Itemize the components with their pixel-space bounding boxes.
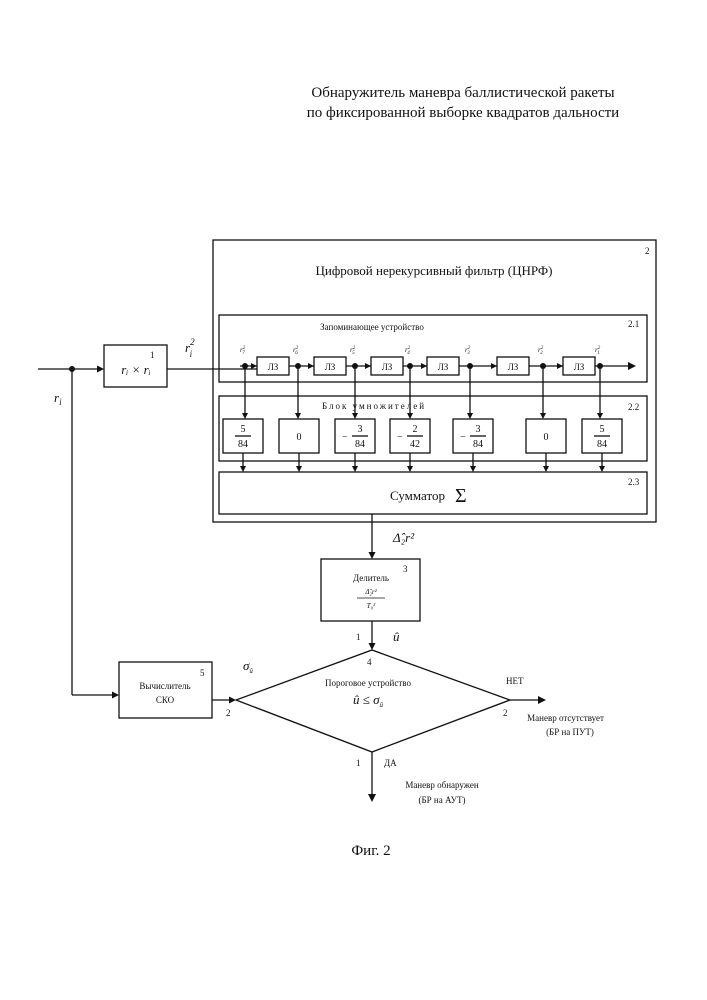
squarer-formula: rᵢ × rᵢ	[121, 362, 151, 377]
arrow-down	[599, 466, 605, 472]
delay-input-arrow	[251, 363, 257, 369]
u-hat-label: û	[393, 629, 400, 644]
yes-branch-result-line-2: (БР на АУТ)	[418, 795, 465, 805]
divider-number: 3	[403, 564, 408, 574]
divider-frac-denominator: T₀²	[367, 602, 376, 610]
tap-label: r24	[405, 346, 411, 356]
arrow-down	[470, 466, 476, 472]
coefficient-numerator: 2	[413, 424, 418, 435]
divider-label: Делитель	[353, 573, 389, 583]
tap-label: r22	[538, 346, 544, 356]
arrow-down	[597, 413, 603, 419]
threshold-output-yes-number: 1	[356, 758, 361, 768]
coefficient-denominator: 84	[238, 439, 248, 450]
tap-label: r27	[240, 346, 246, 356]
arrow-down	[242, 413, 248, 419]
tap-label: r26	[293, 346, 299, 356]
filter-block	[213, 240, 656, 522]
arrow-down	[295, 413, 301, 419]
squarer-output-label: r2i	[185, 337, 195, 359]
delay-label: ЛЗ	[574, 362, 585, 372]
divider-frac-numerator: Δ̂₂r²	[364, 588, 377, 596]
summator-sigma-symbol: Σ	[455, 485, 467, 507]
title-line-1: Обнаружитель маневра баллистической раке…	[311, 85, 614, 101]
coefficient-denominator: 84	[597, 439, 607, 450]
filter-number: 2	[645, 246, 650, 256]
no-branch-result-line-2: (БР на ПУТ)	[546, 727, 594, 737]
coefficient-denominator: 84	[355, 439, 365, 450]
arrow-down	[407, 466, 413, 472]
arrow-down	[543, 466, 549, 472]
coefficient-sign: −	[460, 432, 466, 443]
arrow-down	[352, 413, 358, 419]
yes-branch-label: ДА	[384, 758, 397, 768]
summator-input-arrows	[240, 453, 605, 472]
coefficient-sign: −	[397, 432, 403, 443]
coefficient-value: 0	[544, 432, 549, 443]
arrow-down	[296, 466, 302, 472]
input-arrow	[97, 366, 104, 373]
delay-label: ЛЗ	[382, 362, 393, 372]
coefficient-value: 0	[297, 432, 302, 443]
arrow-down	[467, 413, 473, 419]
title-line-2: по фиксированной выборке квадратов дальн…	[307, 105, 619, 121]
delay-input-arrow	[491, 363, 497, 369]
no-branch-label: НЕТ	[506, 676, 524, 686]
multiplier-cells: 5840−384−242−3840584	[223, 419, 622, 453]
threshold-label: Пороговое устройство	[325, 678, 411, 688]
delay-label: ЛЗ	[438, 362, 449, 372]
coefficient-numerator: 5	[241, 424, 246, 435]
summator-number: 2.3	[628, 477, 640, 487]
multiplier-number: 2.2	[628, 402, 639, 412]
memory-number: 2.1	[628, 319, 639, 329]
memory-title: Запоминающее устройство	[320, 322, 424, 332]
coefficient-numerator: 5	[600, 424, 605, 435]
coefficient-sign: −	[342, 432, 348, 443]
arrow-down	[240, 466, 246, 472]
tap-label: r25	[350, 346, 356, 356]
coefficient-numerator: 3	[358, 424, 363, 435]
threshold-output-no-number: 2	[503, 708, 508, 718]
filter-output-label: Δ̂₂r²	[392, 530, 415, 545]
summator-label: Сумматор	[390, 488, 445, 503]
threshold-input-2-number: 2	[226, 708, 231, 718]
sko-line-1: Вычислитель	[139, 681, 190, 691]
figure-caption: Фиг. 2	[351, 843, 390, 859]
coefficient-denominator: 84	[473, 439, 483, 450]
arrow-down	[540, 413, 546, 419]
sko-number: 5	[200, 668, 205, 678]
memory-output-arrow	[628, 362, 636, 370]
tap-label: r21	[595, 346, 601, 356]
threshold-number: 4	[367, 657, 372, 667]
delay-label: ЛЗ	[508, 362, 519, 372]
threshold-condition: û ≤ σû	[353, 692, 384, 709]
input-label: ri	[54, 390, 62, 407]
filter-title: Цифровой нерекурсивный фильтр (ЦНРФ)	[315, 263, 552, 278]
delay-label: ЛЗ	[325, 362, 336, 372]
delay-input-arrow	[557, 363, 563, 369]
delay-input-arrow	[365, 363, 371, 369]
yes-branch-result-line-1: Маневр обнаружен	[405, 780, 479, 790]
coefficient-numerator: 3	[476, 424, 481, 435]
arrow-down	[407, 413, 413, 419]
delay-input-arrow	[421, 363, 427, 369]
arrow-down	[352, 466, 358, 472]
delay-label: ЛЗ	[268, 362, 279, 372]
sigma-label: σû	[243, 658, 253, 675]
delay-input-arrow	[308, 363, 314, 369]
squarer-number: 1	[150, 350, 155, 360]
threshold-input-1-number: 1	[356, 632, 361, 642]
multiplier-title: Блок умножителей	[322, 401, 426, 411]
tap-label: r23	[465, 346, 471, 356]
no-branch-result-line-1: Маневр отсутствует	[527, 713, 604, 723]
sko-line-2: СКО	[156, 695, 175, 705]
coefficient-denominator: 42	[410, 439, 420, 450]
